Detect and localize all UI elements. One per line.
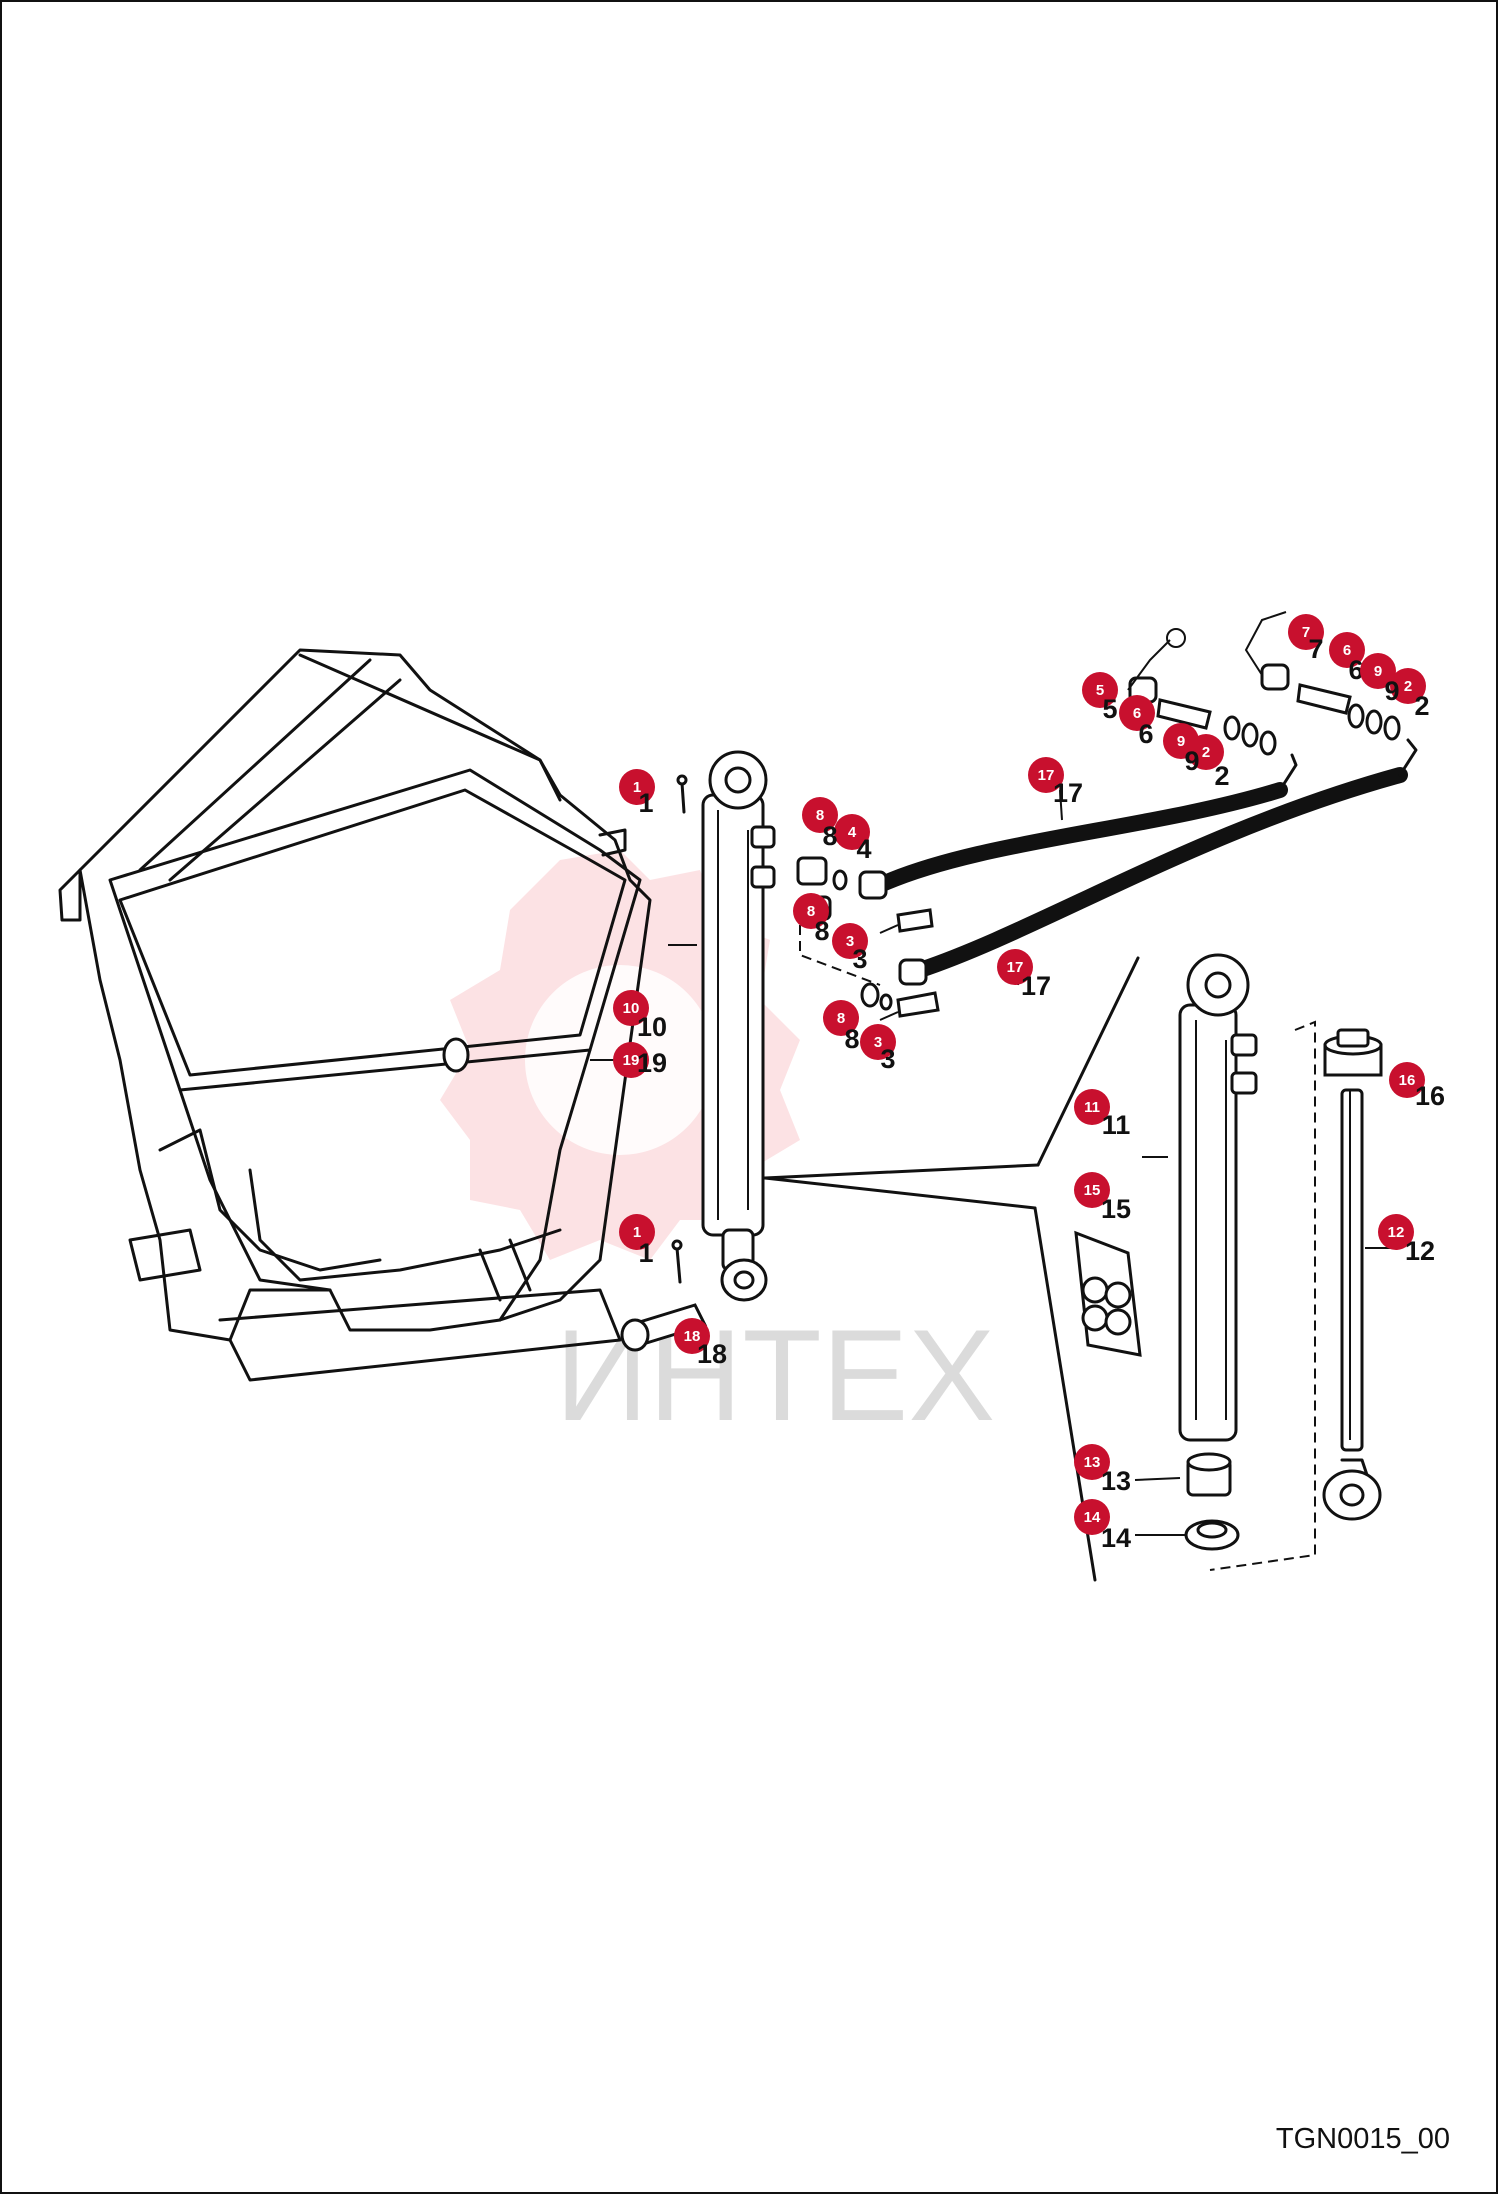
callout-18[interactable]: 18 18 — [674, 1318, 727, 1369]
svg-text:4: 4 — [848, 824, 857, 841]
callout-3-lower[interactable]: 3 3 — [860, 1024, 896, 1074]
svg-text:6: 6 — [1348, 655, 1363, 685]
hose-end-fittings — [1127, 611, 1418, 792]
callout-6-right[interactable]: 6 6 — [1329, 632, 1365, 685]
svg-text:19: 19 — [637, 1048, 667, 1078]
svg-text:1: 1 — [638, 1238, 653, 1268]
callout-17-upper[interactable]: 17 17 — [1028, 757, 1083, 808]
split-pin-upper — [676, 774, 688, 814]
callout-15[interactable]: 15 15 — [1074, 1172, 1131, 1224]
svg-text:12: 12 — [1405, 1236, 1435, 1266]
svg-text:4: 4 — [856, 834, 871, 864]
svg-text:8: 8 — [814, 916, 829, 946]
svg-text:9: 9 — [1374, 663, 1382, 680]
callout-8-middle[interactable]: 8 8 — [793, 893, 830, 946]
svg-text:6: 6 — [1133, 705, 1141, 722]
svg-text:7: 7 — [1302, 624, 1310, 641]
callout-8-top[interactable]: 8 8 — [802, 797, 838, 851]
svg-text:2: 2 — [1404, 678, 1412, 695]
svg-text:2: 2 — [1214, 761, 1229, 791]
callout-19[interactable]: 19 19 — [613, 1042, 667, 1078]
svg-text:7: 7 — [1308, 634, 1323, 664]
svg-text:10: 10 — [637, 1012, 667, 1042]
svg-text:2: 2 — [1202, 744, 1210, 761]
bucket-assembly — [58, 648, 652, 1382]
svg-text:8: 8 — [844, 1024, 859, 1054]
svg-text:18: 18 — [697, 1339, 727, 1369]
piston-nut-16 — [1323, 1028, 1383, 1077]
svg-text:3: 3 — [852, 944, 867, 974]
svg-text:17: 17 — [1007, 959, 1024, 976]
callout-6-left[interactable]: 6 6 — [1119, 695, 1155, 749]
svg-text:6: 6 — [1343, 642, 1351, 659]
svg-text:9: 9 — [1184, 746, 1199, 776]
split-pin-lower — [671, 1239, 683, 1284]
callout-3-upper[interactable]: 3 3 — [832, 923, 868, 974]
callout-5[interactable]: 5 5 — [1082, 672, 1118, 724]
svg-text:17: 17 — [1053, 778, 1083, 808]
svg-text:9: 9 — [1384, 676, 1399, 706]
svg-text:8: 8 — [816, 807, 824, 824]
svg-text:11: 11 — [1084, 1099, 1100, 1116]
svg-text:14: 14 — [1101, 1523, 1131, 1553]
svg-text:8: 8 — [807, 903, 815, 920]
svg-text:1: 1 — [633, 1224, 641, 1241]
svg-text:18: 18 — [684, 1328, 701, 1345]
hydraulic-hose-upper — [858, 782, 1288, 900]
piston-rod-12 — [1322, 1088, 1382, 1521]
svg-text:8: 8 — [837, 1010, 845, 1027]
hydraulic-hose-lower — [898, 767, 1408, 986]
svg-text:8: 8 — [822, 821, 837, 851]
seal-kit-15 — [1074, 1230, 1142, 1357]
svg-text:6: 6 — [1138, 719, 1153, 749]
svg-text:2: 2 — [1414, 691, 1429, 721]
callout-7[interactable]: 7 7 — [1288, 614, 1324, 664]
hydraulic-cylinder-11 — [1178, 953, 1258, 1442]
svg-text:3: 3 — [846, 933, 854, 950]
svg-text:3: 3 — [880, 1044, 895, 1074]
svg-text:3: 3 — [874, 1034, 882, 1051]
callout-11[interactable]: 11 11 — [1074, 1089, 1130, 1140]
svg-text:17: 17 — [1038, 767, 1055, 784]
svg-text:13: 13 — [1084, 1454, 1101, 1471]
svg-text:11: 11 — [1102, 1110, 1131, 1140]
svg-text:16: 16 — [1399, 1072, 1416, 1089]
callout-17-lower[interactable]: 17 17 — [997, 949, 1051, 1001]
svg-text:9: 9 — [1177, 733, 1185, 750]
seal-14 — [1184, 1519, 1240, 1551]
svg-text:19: 19 — [623, 1052, 640, 1069]
callout-16[interactable]: 16 16 — [1389, 1062, 1445, 1111]
callout-4[interactable]: 4 4 — [834, 814, 872, 864]
callout-9-left[interactable]: 9 9 — [1163, 723, 1200, 776]
svg-text:15: 15 — [1101, 1194, 1131, 1224]
watermark-text: ИНТЕХ — [555, 1302, 995, 1448]
svg-text:17: 17 — [1021, 971, 1051, 1001]
callout-9-right[interactable]: 9 9 — [1360, 653, 1400, 706]
callout-10[interactable]: 10 10 — [613, 990, 667, 1042]
svg-text:10: 10 — [623, 1000, 640, 1017]
hydraulic-cylinder-10 — [701, 750, 776, 1302]
callout-1-upper[interactable]: 1 1 — [619, 769, 655, 818]
callout-1-lower[interactable]: 1 1 — [619, 1214, 655, 1268]
svg-text:16: 16 — [1415, 1081, 1445, 1111]
svg-text:5: 5 — [1102, 694, 1117, 724]
svg-text:1: 1 — [633, 779, 641, 796]
callout-14[interactable]: 14 14 — [1074, 1499, 1131, 1553]
svg-text:1: 1 — [638, 788, 653, 818]
drawing-code: TGN0015_00 — [1275, 2123, 1450, 2155]
svg-text:15: 15 — [1084, 1182, 1101, 1199]
callout-8-bottom[interactable]: 8 8 — [823, 1000, 860, 1054]
svg-text:14: 14 — [1084, 1509, 1101, 1526]
svg-text:13: 13 — [1101, 1466, 1131, 1496]
callout-2-right[interactable]: 2 2 — [1390, 668, 1430, 721]
svg-text:5: 5 — [1096, 682, 1104, 699]
gland-13 — [1186, 1452, 1232, 1497]
callout-13[interactable]: 13 13 — [1074, 1444, 1131, 1496]
svg-text:12: 12 — [1388, 1224, 1405, 1241]
callout-12[interactable]: 12 12 — [1378, 1214, 1435, 1266]
